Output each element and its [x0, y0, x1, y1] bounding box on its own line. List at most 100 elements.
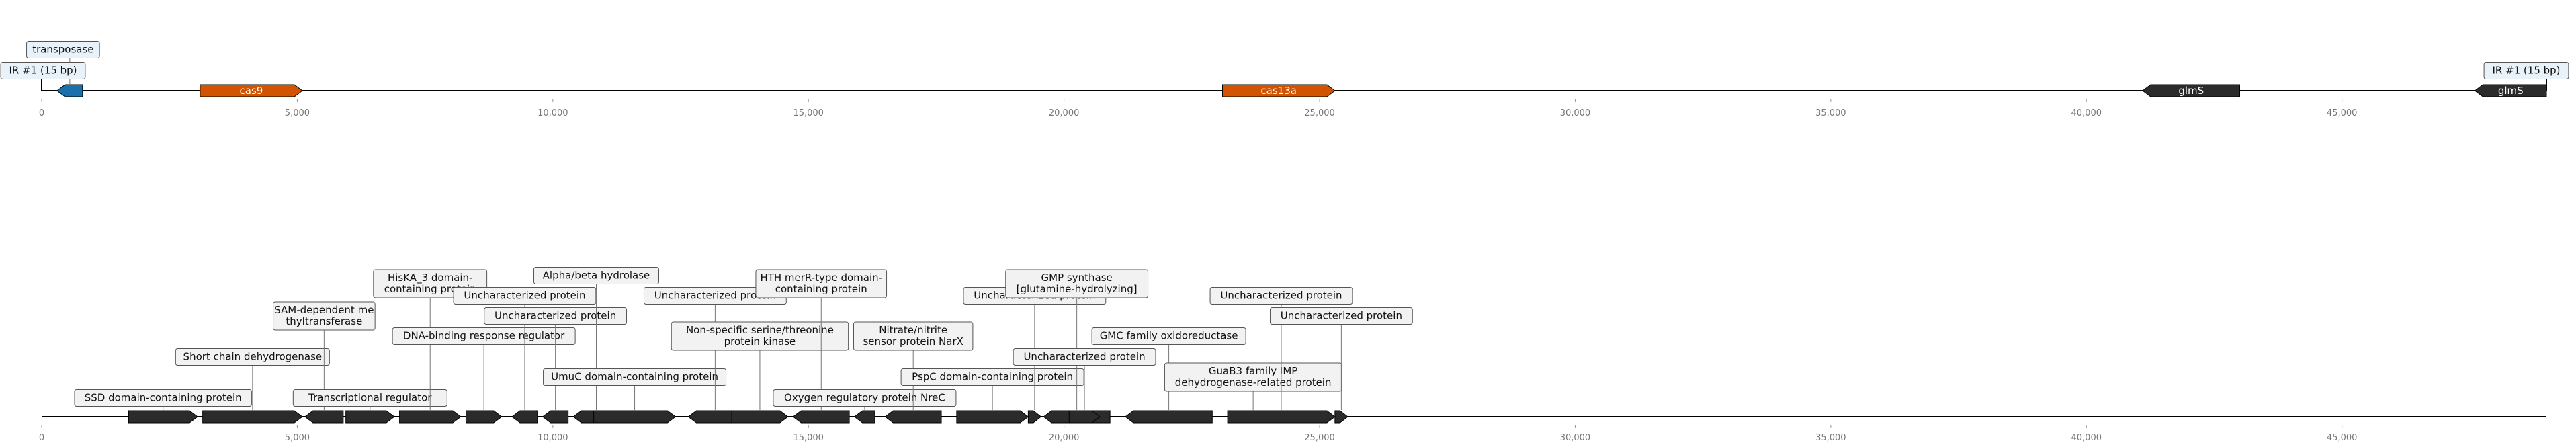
gene-label-7-box: [484, 307, 628, 325]
gene-label-cas13a: cas13a: [1260, 85, 1297, 97]
gene-label-20-text: GuaB3 family IMP: [1209, 365, 1297, 377]
bottom-tick-label: 35,000: [1815, 433, 1846, 443]
gene-label-4-text: containing protein: [384, 283, 476, 295]
gene-arrow-5[interactable]: [465, 410, 503, 424]
gene-label-22: Uncharacterized protein: [1269, 307, 1413, 325]
bottom-tick-label: 25,000: [1304, 433, 1335, 443]
gene-label-8-box: [533, 267, 659, 284]
gene-label-7-text: Uncharacterized protein: [495, 310, 616, 322]
gene-label-11-text: Non-specific serine/threonine: [686, 324, 834, 336]
gene-label-15-box: [900, 368, 1084, 386]
gene-label-9-text: UmuC domain-containing protein: [551, 371, 718, 383]
gene-label-transposase-text: transposase: [32, 44, 93, 56]
gene-label-9: UmuC domain-containing protein: [543, 368, 727, 386]
gene-label-8: Alpha/beta hydrolase: [533, 267, 659, 284]
gene-arrow-13[interactable]: [853, 410, 875, 424]
gene-label-2-box: [273, 301, 376, 331]
gene-label-14-text: sensor protein NarX: [863, 335, 963, 348]
gene-label-17-box: [1005, 269, 1149, 298]
gene-label-15-text: PspC domain-containing protein: [912, 371, 1073, 383]
gene-label-10-text: Uncharacterized protein: [654, 290, 776, 302]
bottom-tick-label: 30,000: [1560, 433, 1591, 443]
gene-cas9[interactable]: [200, 84, 303, 97]
gene-arrow-11[interactable]: [731, 410, 789, 424]
gene-label-22-text: Uncharacterized protein: [1281, 310, 1402, 322]
gene-cas13a[interactable]: [1221, 84, 1336, 97]
bottom-tick-label: 0: [39, 433, 44, 443]
gene-label-6: Uncharacterized protein: [453, 287, 597, 305]
gene-glmS-2[interactable]: [2474, 84, 2547, 97]
top-tick-label: 35,000: [1815, 108, 1846, 118]
gene-label-15: PspC domain-containing protein: [900, 368, 1084, 386]
gene-arrow-9[interactable]: [593, 410, 677, 424]
top-tick-label: 30,000: [1560, 108, 1591, 118]
gene-arrow-12[interactable]: [792, 410, 850, 424]
gene-label-18: Uncharacterized protein: [1013, 348, 1156, 366]
gene-label-6-box: [453, 287, 597, 305]
gene-label-20-text: dehydrogenase-related protein: [1175, 376, 1332, 389]
repeat-label-box: [0, 62, 86, 79]
gene-label-8-text: Alpha/beta hydrolase: [543, 270, 650, 282]
gene-label-glmS-2: glmS: [2498, 85, 2524, 97]
gene-arrow-1[interactable]: [202, 410, 303, 424]
top-tick-label: 25,000: [1304, 108, 1335, 118]
gene-label-0: SSD domain-containing protein: [74, 389, 252, 407]
gene-label-3: Transcriptional regulator: [292, 389, 447, 407]
gene-label-3-text: Transcriptional regulator: [308, 392, 432, 404]
top-tick-label: 20,000: [1049, 108, 1080, 118]
gene-label-12: HTH merR-type domain-containing protein: [755, 269, 888, 298]
gene-label-0-text: SSD domain-containing protein: [85, 392, 242, 404]
gene-label-5-box: [392, 327, 576, 345]
gene-arrow-6[interactable]: [511, 410, 538, 424]
gene-arrow-4[interactable]: [399, 410, 462, 424]
gene-arrow-15[interactable]: [956, 410, 1029, 424]
gene-label-2-text: thyltransferase: [286, 315, 362, 327]
gene-arrow-3[interactable]: [345, 410, 395, 424]
top-tick-label: 5,000: [285, 108, 310, 118]
repeat-label: IR #1 (15 bp): [0, 62, 86, 79]
gene-arrow-21[interactable]: [1227, 410, 1336, 424]
gene-arrow-19[interactable]: [1125, 410, 1213, 424]
bottom-tick-label: 45,000: [2327, 433, 2358, 443]
gene-arrow-2[interactable]: [304, 410, 344, 424]
gene-arrow-7[interactable]: [542, 410, 569, 424]
gene-label-12-text: HTH merR-type domain-: [760, 272, 882, 284]
gene-label-19: GMC family oxidoreductase: [1091, 327, 1246, 345]
top-tick-label: 15,000: [793, 108, 824, 118]
gene-label-5: DNA-binding response regulator: [392, 327, 576, 345]
gene-arrow-0[interactable]: [128, 410, 198, 424]
repeat-label-text: IR #1 (15 bp): [9, 65, 77, 77]
gene-label-18-box: [1013, 348, 1156, 366]
gene-arrow-18[interactable]: [1068, 410, 1101, 424]
gene-label-18-text: Uncharacterized protein: [1023, 351, 1145, 363]
gene-label-glmS-1: glmS: [2178, 85, 2204, 97]
gene-transposase[interactable]: [56, 84, 83, 97]
gene-label-11-box: [671, 321, 849, 351]
gene-label-21-text: Uncharacterized protein: [1220, 290, 1342, 302]
gene-label-21: Uncharacterized protein: [1209, 287, 1353, 305]
bottom-tick-label: 15,000: [793, 433, 824, 443]
gene-arrow-16[interactable]: [1027, 410, 1042, 424]
top-tick-label: 40,000: [2071, 108, 2102, 118]
top-tick-label: 10,000: [538, 108, 568, 118]
bottom-tick-label: 40,000: [2071, 433, 2102, 443]
repeat-label-box: [2483, 62, 2569, 79]
bottom-tick-label: 20,000: [1049, 433, 1080, 443]
bottom-tick-label: 10,000: [538, 433, 568, 443]
gene-arrow-22[interactable]: [1334, 410, 1348, 424]
gene-label-9-box: [543, 368, 727, 386]
gene-label-cas9: cas9: [240, 85, 263, 97]
gene-label-12-text: containing protein: [775, 283, 867, 295]
gene-label-3-box: [292, 389, 447, 407]
gene-label-5-text: DNA-binding response regulator: [403, 330, 565, 342]
top-tick-label: 45,000: [2327, 108, 2358, 118]
gene-label-17: GMP synthase[glutamine-hydrolyzing]: [1005, 269, 1149, 298]
gene-label-22-box: [1269, 307, 1413, 325]
gene-arrow-14[interactable]: [884, 410, 942, 424]
gene-glmS-1[interactable]: [2142, 84, 2241, 97]
